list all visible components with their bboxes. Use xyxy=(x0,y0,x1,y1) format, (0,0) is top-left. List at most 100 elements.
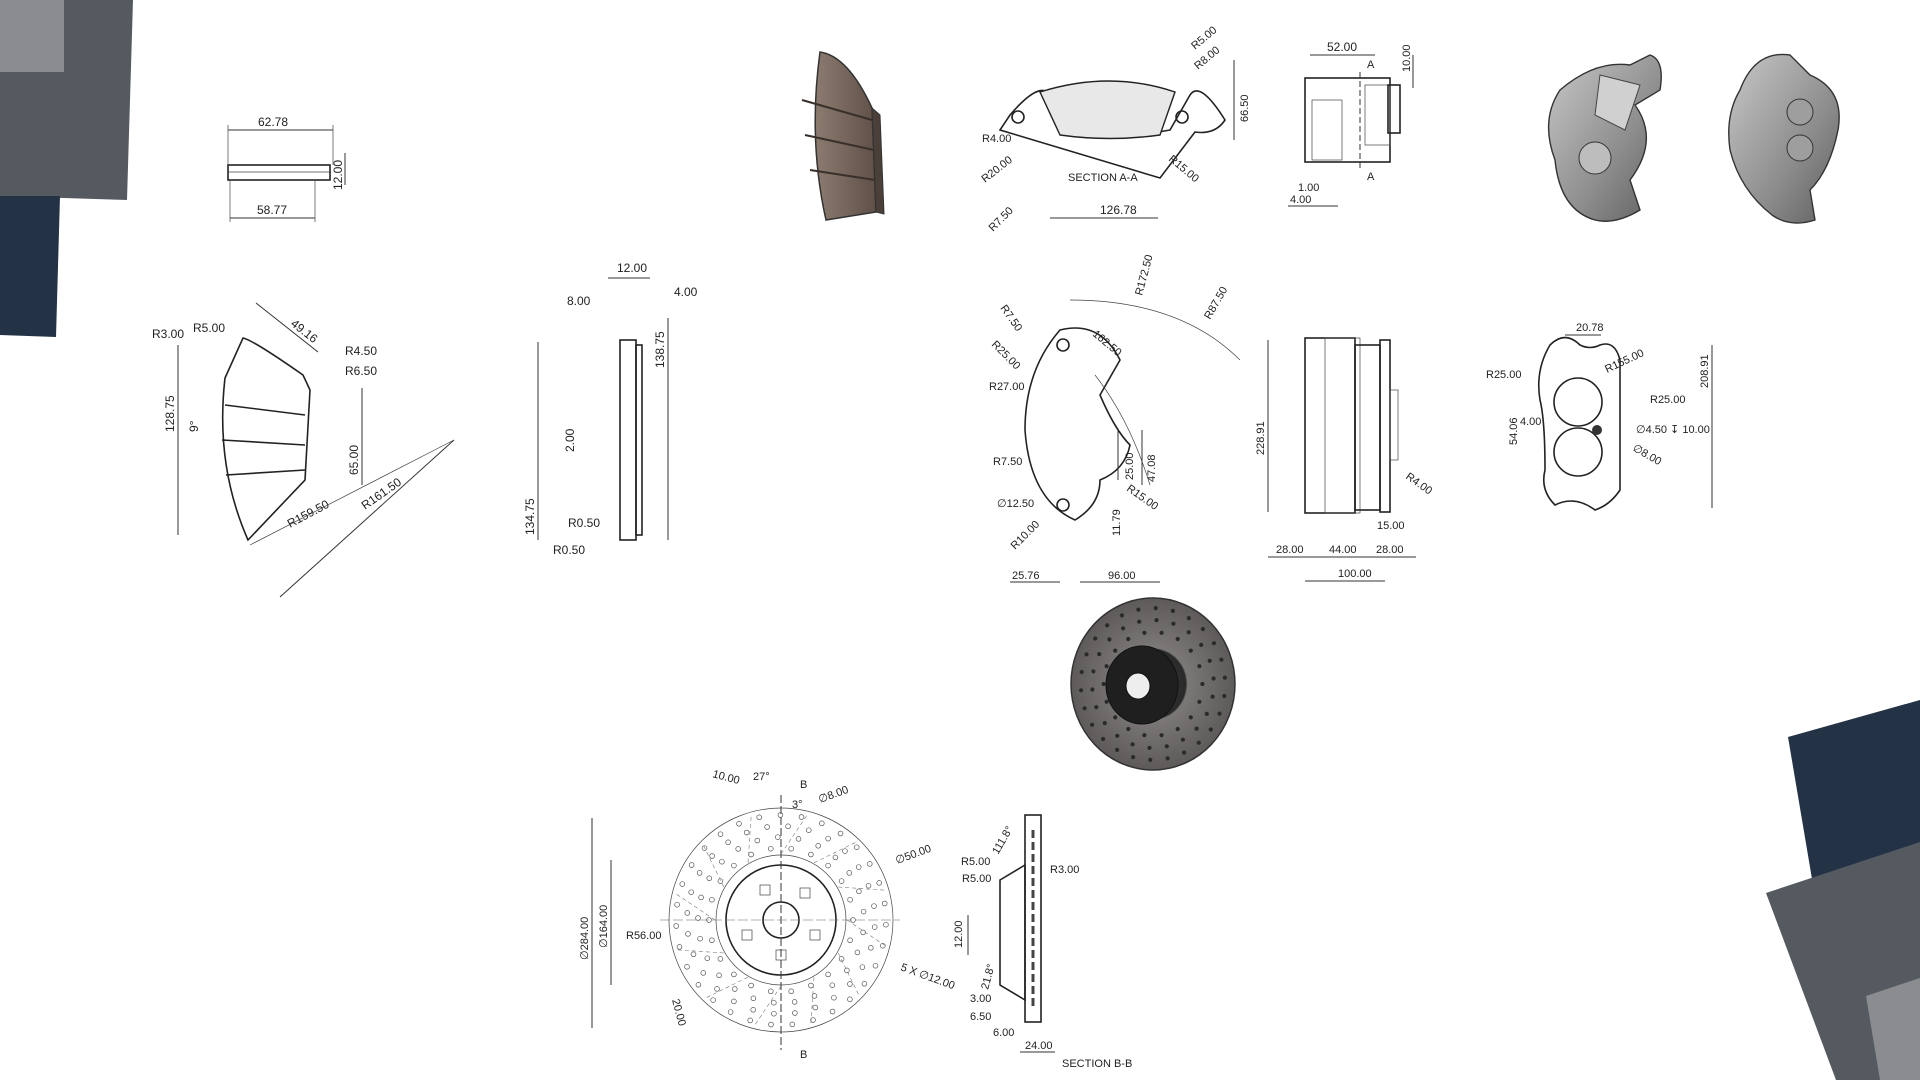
dim-text: 6.00 xyxy=(993,1027,1014,1039)
dim-text: R25.00 xyxy=(1650,394,1685,406)
disc-render-drill-hole xyxy=(1186,616,1191,621)
side-inner-block xyxy=(1324,337,1361,514)
side-friction-material xyxy=(635,344,643,536)
disc-drill-hole xyxy=(716,972,722,979)
disc-render-drill-hole xyxy=(1204,711,1209,717)
disc-drill-hole xyxy=(754,837,761,844)
disc-drill-hole xyxy=(685,931,691,937)
disc-render-drill-hole xyxy=(1186,630,1191,635)
side-backing-plate xyxy=(619,339,637,541)
dim-text: 44.00 xyxy=(1329,544,1357,556)
disc-drill-hole xyxy=(847,896,853,903)
disc-drill-hole xyxy=(838,878,845,884)
disc-drill-hole xyxy=(815,843,821,849)
disc-drill-hole xyxy=(768,1021,774,1028)
disc-render-drill-hole xyxy=(1207,658,1212,663)
dim-text: 28.00 xyxy=(1376,544,1404,556)
section-marker: B xyxy=(800,1049,807,1061)
dim-text: ∅284.00 xyxy=(579,917,591,960)
brake-pad-3d-render xyxy=(801,51,885,221)
dim-text: ∅8.00 xyxy=(817,784,850,806)
disc-drill-hole xyxy=(881,900,888,907)
disc-drill-hole xyxy=(688,862,695,868)
disc-drill-hole xyxy=(856,888,862,895)
disc-drill-hole xyxy=(811,993,818,999)
disc-drill-hole xyxy=(750,995,757,1002)
disc-render-drill-hole xyxy=(1082,706,1087,711)
disc-drill-hole xyxy=(701,845,708,851)
disc-slot-line xyxy=(838,886,887,891)
disc-drill-hole xyxy=(727,1009,734,1015)
dim-text: ∅164.00 xyxy=(598,905,610,948)
disc-render-drill-hole xyxy=(1137,619,1142,624)
dim-text: 25.00 xyxy=(1124,452,1136,480)
bolt-hole xyxy=(759,884,771,896)
disc-render-drill-hole xyxy=(1165,756,1170,761)
pad-render-groove xyxy=(804,134,875,151)
disc-render-drill-hole xyxy=(1208,727,1213,732)
section-marker: A xyxy=(1367,59,1375,71)
disc-render-drill-hole xyxy=(1094,705,1099,710)
dim-text: 96.00 xyxy=(1108,570,1136,582)
disc-drill-hole xyxy=(825,862,831,869)
disc-render-drill-hole xyxy=(1079,669,1084,675)
disc-drill-hole xyxy=(696,870,703,876)
arc-line xyxy=(1069,299,1241,361)
bleed-hole xyxy=(1592,425,1602,435)
disc-drill-hole xyxy=(764,824,770,830)
disc-drill-hole xyxy=(704,955,711,961)
dim-text: R0.50 xyxy=(553,543,585,557)
dim-text: 25.76 xyxy=(1012,570,1040,582)
pad-top-outline xyxy=(227,164,331,181)
disc-drill-hole xyxy=(743,829,750,836)
disc-drill-hole xyxy=(847,996,853,1003)
bolt-hole xyxy=(809,929,821,941)
disc-drill-hole xyxy=(860,908,867,915)
dim-text: 4.00 xyxy=(1290,194,1311,206)
disc-drill-hole xyxy=(868,945,874,951)
disc-drill-hole xyxy=(706,875,713,882)
disc-drill-hole xyxy=(847,937,853,944)
pad-front-outline xyxy=(221,337,311,542)
disc-drill-hole xyxy=(747,1017,753,1024)
top-inner-feature xyxy=(1364,84,1391,146)
disc-render-drill-hole xyxy=(1180,737,1185,742)
disc-render-drill-hole xyxy=(1105,623,1110,628)
dim-text: 24.00 xyxy=(1025,1040,1053,1052)
dim-line xyxy=(255,302,319,353)
caliper-top-view: 52.00 10.00 A A 1.00 4.00 xyxy=(1288,40,1414,207)
disc-render-drill-hole xyxy=(1104,664,1109,669)
dim-text: 8.00 xyxy=(567,294,591,308)
dim-text: R56.00 xyxy=(626,930,661,942)
dim-text: R25.00 xyxy=(989,339,1023,373)
disc-drill-hole xyxy=(710,997,716,1003)
caliper-render-bridge xyxy=(1594,74,1641,131)
dim-text: 1.00 xyxy=(1298,182,1319,194)
disc-drill-hole xyxy=(775,834,781,840)
disc-front-view: 10.00 27° B 3° ∅8.00 ∅50.00 ∅284.00 ∅164… xyxy=(579,768,956,1061)
disc-drill-hole xyxy=(748,982,754,989)
dim-text: R5.00 xyxy=(962,873,991,885)
disc-slot-line xyxy=(675,949,724,954)
caliper-3d-render-back xyxy=(1728,53,1840,224)
pad-render-body xyxy=(814,51,877,221)
disc-render-bore xyxy=(1125,672,1151,700)
disc-section-b-b: 111.8° R5.00 R5.00 R3.00 12.00 21.8° 3.0… xyxy=(953,814,1132,1070)
dim-text: 65.00 xyxy=(347,445,361,475)
disc-render-drill-hole xyxy=(1090,687,1095,692)
disc-drill-hole xyxy=(771,1010,777,1017)
corner-decoration-top-left xyxy=(0,0,133,337)
disc-drill-hole xyxy=(673,923,679,929)
corner-navy-block xyxy=(0,196,60,337)
disc-drill-hole xyxy=(706,917,712,923)
dim-text: 3.00 xyxy=(970,993,991,1005)
dim-text: 6.50 xyxy=(970,1011,991,1023)
disc-slot-line xyxy=(810,977,815,1026)
disc-render-drill-hole xyxy=(1196,740,1201,745)
dim-text: 62.78 xyxy=(258,115,288,129)
top-body-outline xyxy=(1304,77,1391,163)
disc-drill-hole xyxy=(785,823,791,830)
disc-drill-hole xyxy=(735,846,741,852)
disc-drill-hole xyxy=(847,981,853,987)
